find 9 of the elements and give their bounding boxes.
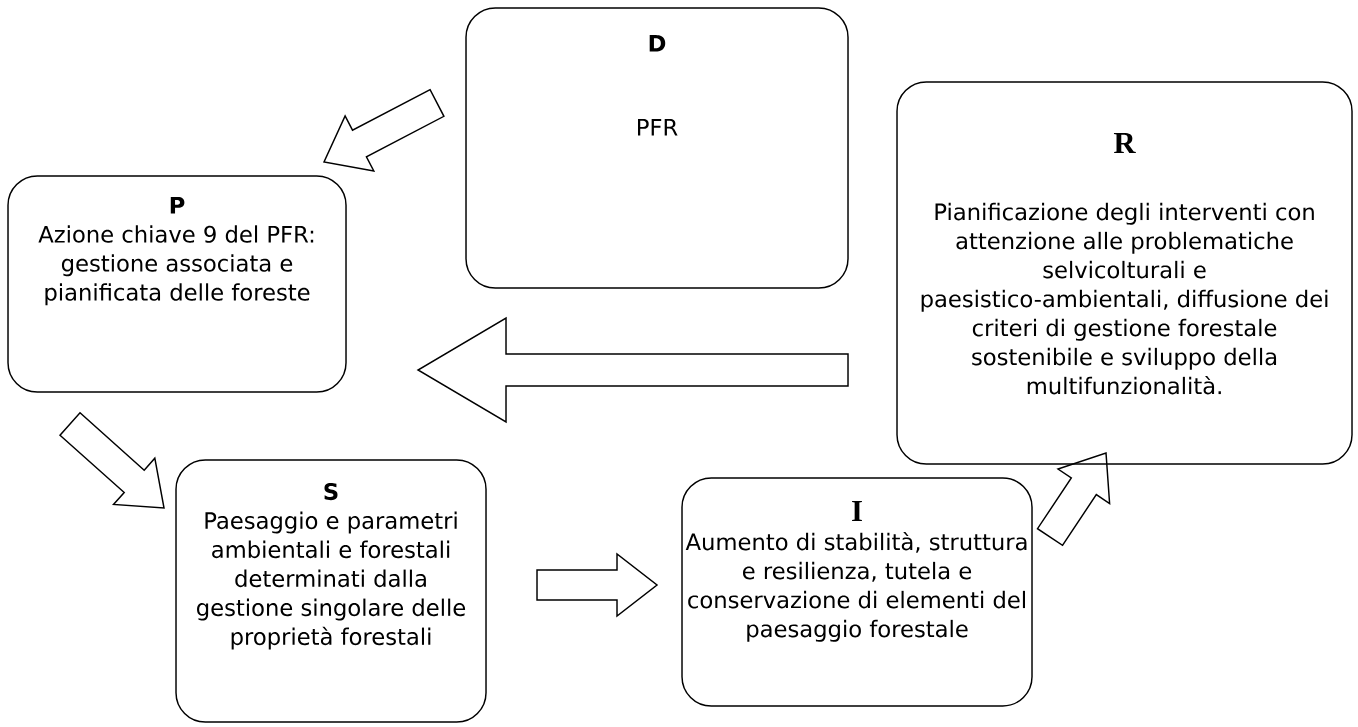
process-box: D PFR — [465, 7, 849, 289]
process-box: R Pianificazione degli interventi con attenzione alle problematiche selvicolturali e paesistico-ambientali, diffusione dei criteri di gestione forestale sostenibile e sviluppo della multifunzionalità. — [896, 81, 1353, 465]
block-arrow — [322, 88, 445, 172]
process-box: I Aumento di stabilità, struttura e resilienza, tutela e conservazione di elementi del paesaggio forestale — [681, 477, 1033, 707]
block-arrow — [1036, 452, 1111, 547]
block-arrow — [536, 552, 659, 618]
process-box: S Paesaggio e parametri ambientali e forestali determinati dalla gestione singolare delle proprietà forestali — [175, 459, 487, 723]
block-arrow — [416, 316, 849, 424]
process-box: P Azione chiave 9 del PFR: gestione associata e pianificata delle foreste — [7, 175, 347, 393]
